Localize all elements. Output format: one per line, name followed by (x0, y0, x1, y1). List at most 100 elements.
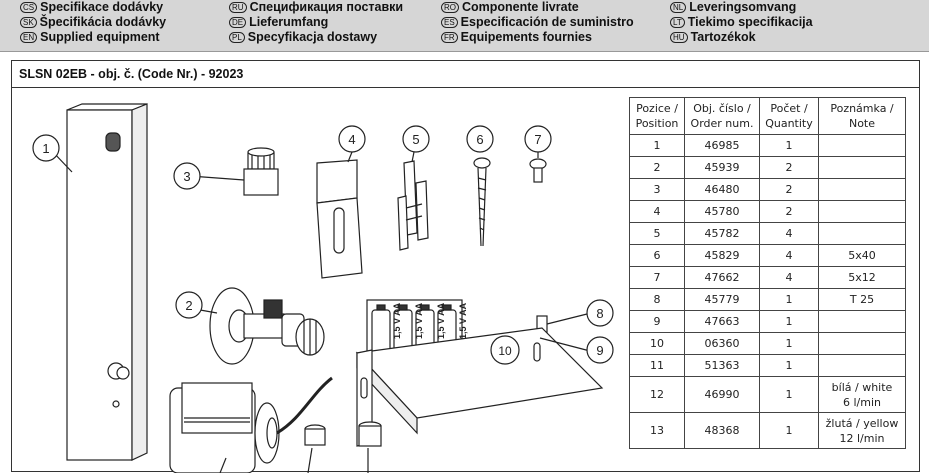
cell-position: 6 (629, 244, 685, 267)
cell-position: 3 (629, 178, 685, 201)
cell-quantity: 1 (759, 412, 819, 449)
table-header-row: Pozice /Position Obj. číslo /Order num. … (629, 97, 906, 135)
cell-order-number: 47662 (684, 266, 760, 289)
header-order-number: Obj. číslo /Order num. (684, 97, 760, 135)
cell-note (818, 354, 906, 377)
svg-text:9: 9 (596, 343, 603, 358)
svg-text:3: 3 (183, 169, 190, 184)
cell-position: 5 (629, 222, 685, 245)
header-position: Pozice /Position (629, 97, 685, 135)
cell-quantity: 4 (759, 222, 819, 245)
specification-table: Pozice /Position Obj. číslo /Order num. … (629, 97, 906, 449)
cell-position: 8 (629, 288, 685, 311)
svg-text:6: 6 (476, 132, 483, 147)
equipment-frame: SLSN 02EB - obj. č. (Code Nr.) - 92023 (11, 60, 920, 473)
wall-bracket-illustration (316, 151, 363, 279)
header-note: Poznámka /Note (818, 97, 906, 135)
cell-position: 11 (629, 354, 685, 377)
callout-5: 5 (402, 125, 430, 153)
battery-label: 1,5 V AA (458, 302, 468, 339)
callout-9: 9 (586, 336, 614, 364)
cell-position: 2 (629, 156, 685, 179)
cell-quantity: 2 (759, 178, 819, 201)
header-quantity: Počet /Quantity (759, 97, 819, 135)
angle-valve-illustration (188, 287, 325, 365)
cell-order-number: 46985 (684, 134, 760, 157)
cell-position: 10 (629, 332, 685, 355)
svg-text:7: 7 (534, 132, 541, 147)
svg-text:10: 10 (498, 344, 512, 358)
svg-text:2: 2 (185, 298, 192, 313)
adapter-illustration (189, 147, 279, 196)
callout-3: 3 (173, 162, 201, 190)
cell-note (818, 222, 906, 245)
cell-quantity: 2 (759, 156, 819, 179)
cell-note (818, 310, 906, 333)
svg-text:1: 1 (42, 141, 49, 156)
svg-text:4: 4 (348, 132, 355, 147)
cell-order-number: 51363 (684, 354, 760, 377)
callout-10: 10 (490, 335, 520, 365)
callout-2: 2 (175, 291, 203, 319)
cell-position: 13 (629, 412, 685, 449)
seal-nuts-illustration (304, 421, 382, 473)
battery-label: 1,5 V AA (436, 302, 446, 339)
title-bar: SLSN 02EB - obj. č. (Code Nr.) - 92023 (12, 61, 919, 88)
cell-quantity: 1 (759, 354, 819, 377)
cell-note (818, 200, 906, 223)
cell-order-number: 45939 (684, 156, 760, 179)
cell-order-number: 45779 (684, 288, 760, 311)
cell-position: 4 (629, 200, 685, 223)
cell-position: 7 (629, 266, 685, 289)
cell-note (818, 178, 906, 201)
cell-order-number: 45829 (684, 244, 760, 267)
callout-1: 1 (32, 134, 60, 162)
cell-quantity: 1 (759, 134, 819, 157)
cell-order-number: 46480 (684, 178, 760, 201)
callout-7: 7 (524, 125, 552, 153)
short-screw-illustration (529, 152, 547, 183)
cell-position: 9 (629, 310, 685, 333)
cell-quantity: 1 (759, 376, 819, 413)
cell-position: 1 (629, 134, 685, 157)
cell-quantity: 2 (759, 200, 819, 223)
battery-label: 1,5 V AA (392, 302, 402, 339)
wall-dowels-illustration (397, 151, 429, 251)
cell-order-number: 46990 (684, 376, 760, 413)
cell-quantity: 4 (759, 244, 819, 267)
callout-4: 4 (338, 125, 366, 153)
cell-note: T 25 (818, 288, 906, 311)
cell-note: 5x12 (818, 266, 906, 289)
cell-order-number: 47663 (684, 310, 760, 333)
cell-note: 5x40 (818, 244, 906, 267)
product-title: SLSN 02EB - obj. č. (Code Nr.) - 92023 (19, 67, 244, 81)
parts-drawing: 1,5 V AA 1,5 V AA 1,5 V AA 1,5 V AA (32, 103, 614, 473)
svg-text:5: 5 (412, 132, 419, 147)
solenoid-unit-illustration (169, 376, 333, 473)
cell-quantity: 4 (759, 266, 819, 289)
mounting-rail-illustration (355, 327, 604, 447)
cell-quantity: 1 (759, 310, 819, 333)
